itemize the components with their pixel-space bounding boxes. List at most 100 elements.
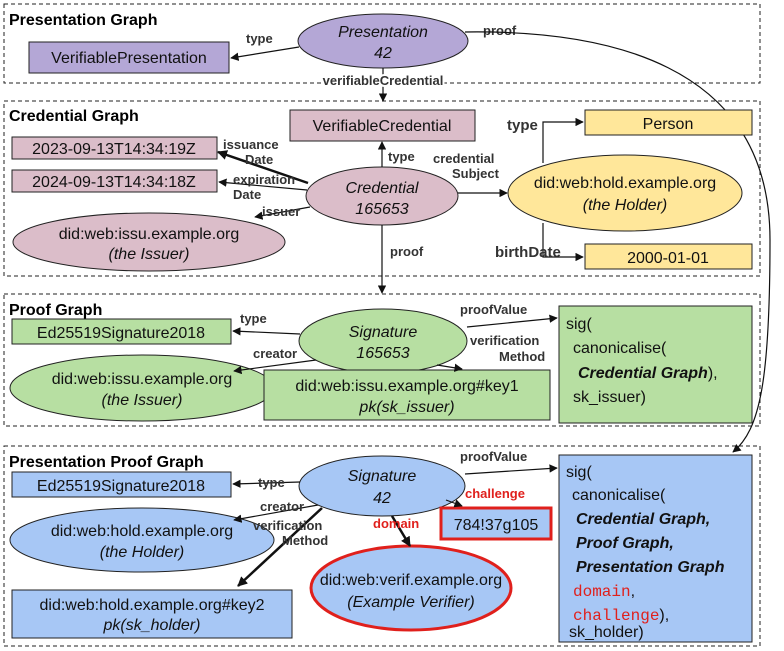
svg-text:did:web:hold.example.org: did:web:hold.example.org <box>534 175 716 192</box>
edge-label-credential-subject: credential <box>433 151 494 166</box>
presentation-node[interactable]: Presentation 42 <box>297 13 469 69</box>
svg-text:did:web:hold.example.org: did:web:hold.example.org <box>51 523 233 540</box>
svg-text:domain,: domain, <box>573 583 635 601</box>
sig-type1-node[interactable]: Ed25519Signature2018 <box>11 318 232 345</box>
edge-sig2-domain <box>390 515 412 547</box>
holder-node[interactable]: did:web:hold.example.org (the Holder) <box>507 154 743 232</box>
edge-sig1-verification-method <box>436 363 463 372</box>
edge-sig1-creator <box>233 359 317 375</box>
svg-text:Ed25519Signature2018: Ed25519Signature2018 <box>37 478 205 495</box>
key2-node[interactable]: did:web:hold.example.org#key2 pk(sk_hold… <box>11 589 293 639</box>
svg-text:784!37g105: 784!37g105 <box>454 517 539 534</box>
proof-graph-title: Proof Graph <box>9 302 102 319</box>
edge-label-verifiable-credential: verifiableCredential <box>323 73 444 88</box>
issuer-node[interactable]: did:web:issu.example.org (the Issuer) <box>12 212 286 272</box>
edge-label-sig2-verification: verification <box>253 518 322 533</box>
svg-text:Signature: Signature <box>348 468 417 485</box>
svg-text:Date: Date <box>233 187 261 202</box>
edge-birth-date <box>542 223 584 262</box>
svg-text:2024-09-13T14:34:18Z: 2024-09-13T14:34:18Z <box>32 174 196 191</box>
sig-type2-node[interactable]: Ed25519Signature2018 <box>11 471 232 498</box>
svg-text:Subject: Subject <box>452 166 500 181</box>
edge-label-challenge: challenge <box>465 486 525 501</box>
verifiable-credential-node[interactable]: VerifiableCredential <box>289 109 476 142</box>
svg-text:Person: Person <box>643 116 694 133</box>
svg-text:(the Issuer): (the Issuer) <box>109 246 190 263</box>
credential-graph-title: Credential Graph <box>9 108 139 125</box>
proof-value1-node[interactable]: sig( canonicalise( Credential Graph), sk… <box>558 305 753 424</box>
edge-label-birth-date: birthDate <box>495 244 561 261</box>
edge-label-sig1-creator: creator <box>253 346 297 361</box>
svg-text:challenge),: challenge), <box>573 607 669 625</box>
svg-text:(the Holder): (the Holder) <box>583 197 667 214</box>
edge-issuer <box>254 206 311 220</box>
svg-text:pk(sk_issuer): pk(sk_issuer) <box>358 399 454 416</box>
svg-text:Credential Graph),: Credential Graph), <box>578 365 718 382</box>
person-node[interactable]: Person <box>584 109 753 136</box>
svg-text:42: 42 <box>373 490 391 507</box>
edge-issuance-date <box>217 150 309 185</box>
svg-text:165653: 165653 <box>356 345 409 362</box>
presentation-graph-frame <box>3 3 761 84</box>
edge-label-credential-proof: proof <box>390 244 424 259</box>
svg-text:did:web:hold.example.org#key2: did:web:hold.example.org#key2 <box>39 597 264 614</box>
birth-date-node[interactable]: 2000-01-01 <box>584 243 753 270</box>
edge-presentation-proof <box>464 31 771 453</box>
svg-text:did:web:issu.example.org: did:web:issu.example.org <box>52 371 233 388</box>
presentation-graph-title: Presentation Graph <box>9 12 157 29</box>
edge-sig2-challenge <box>445 499 463 508</box>
edge-sig1-type <box>232 327 301 336</box>
creator2-node[interactable]: did:web:hold.example.org (the Holder) <box>9 507 275 573</box>
svg-text:Proof Graph,: Proof Graph, <box>576 535 674 552</box>
challenge-value-node[interactable]: 784!37g105 <box>439 506 553 541</box>
verifiable-presentation-node[interactable]: VerifiablePresentation <box>28 41 230 74</box>
edge-label-sig2-creator: creator <box>260 499 304 514</box>
verifier-node[interactable]: did:web:verif.example.org (Example Verif… <box>309 544 513 632</box>
edge-label-sig1-proof-value: proofValue <box>460 302 527 317</box>
edge-sig2-verification-method <box>237 507 323 587</box>
svg-text:(Example Verifier): (Example Verifier) <box>347 594 474 611</box>
proof-graph-frame <box>3 293 761 427</box>
edge-sig2-creator <box>233 504 319 523</box>
presentation-proof-graph-frame <box>3 445 761 647</box>
svg-text:2023-09-13T14:34:19Z: 2023-09-13T14:34:19Z <box>32 141 196 158</box>
svg-text:Presentation Graph: Presentation Graph <box>576 559 725 576</box>
svg-text:Method: Method <box>499 349 545 364</box>
svg-text:VerifiablePresentation: VerifiablePresentation <box>51 50 207 67</box>
svg-text:(the Issuer): (the Issuer) <box>102 392 183 409</box>
edge-label-sig2-proof-value: proofValue <box>460 449 527 464</box>
svg-text:sk_issuer): sk_issuer) <box>573 389 646 406</box>
credential-node[interactable]: Credential 165653 <box>305 166 459 226</box>
svg-text:sig(: sig( <box>566 464 592 481</box>
svg-text:Signature: Signature <box>349 324 418 341</box>
presentation-node-id: 42 <box>374 45 392 62</box>
edge-expiration-date <box>218 178 308 191</box>
edge-label-expiration: expiration <box>233 172 295 187</box>
edge-presentation-type <box>230 46 300 61</box>
svg-text:Date: Date <box>245 152 273 167</box>
svg-text:VerifiableCredential: VerifiableCredential <box>313 118 452 135</box>
proof-value2-node[interactable]: sig( canonicalise( Credential Graph, Pro… <box>558 454 753 643</box>
credential-node-id: 165653 <box>355 201 408 218</box>
signature2-node[interactable]: Signature 42 <box>298 455 466 517</box>
key1-node[interactable]: did:web:issu.example.org#key1 pk(sk_issu… <box>263 369 551 421</box>
signature1-node[interactable]: Signature 165653 <box>298 308 468 374</box>
issuance-date-node[interactable]: 2023-09-13T14:34:19Z <box>11 136 218 160</box>
svg-text:canonicalise(: canonicalise( <box>572 487 666 504</box>
creator1-node[interactable]: did:web:issu.example.org (the Issuer) <box>9 354 275 422</box>
edge-sig2-proof-value <box>464 464 558 475</box>
edge-label-sig1-type: type <box>240 311 267 326</box>
expiration-date-node[interactable]: 2024-09-13T14:34:18Z <box>11 169 218 193</box>
edge-label-holder-type: type <box>507 117 538 134</box>
edge-label-domain: domain <box>373 516 419 531</box>
edge-label-credential-type: type <box>388 149 415 164</box>
svg-text:sk_holder): sk_holder) <box>569 624 644 641</box>
edge-label-issuance: issuance <box>223 137 279 152</box>
svg-text:2000-01-01: 2000-01-01 <box>627 250 709 267</box>
edge-label-type: type <box>246 31 273 46</box>
edge-sig2-type <box>232 479 301 488</box>
svg-text:Ed25519Signature2018: Ed25519Signature2018 <box>37 325 205 342</box>
svg-text:did:web:issu.example.org: did:web:issu.example.org <box>59 226 240 243</box>
svg-text:pk(sk_holder): pk(sk_holder) <box>103 617 201 634</box>
